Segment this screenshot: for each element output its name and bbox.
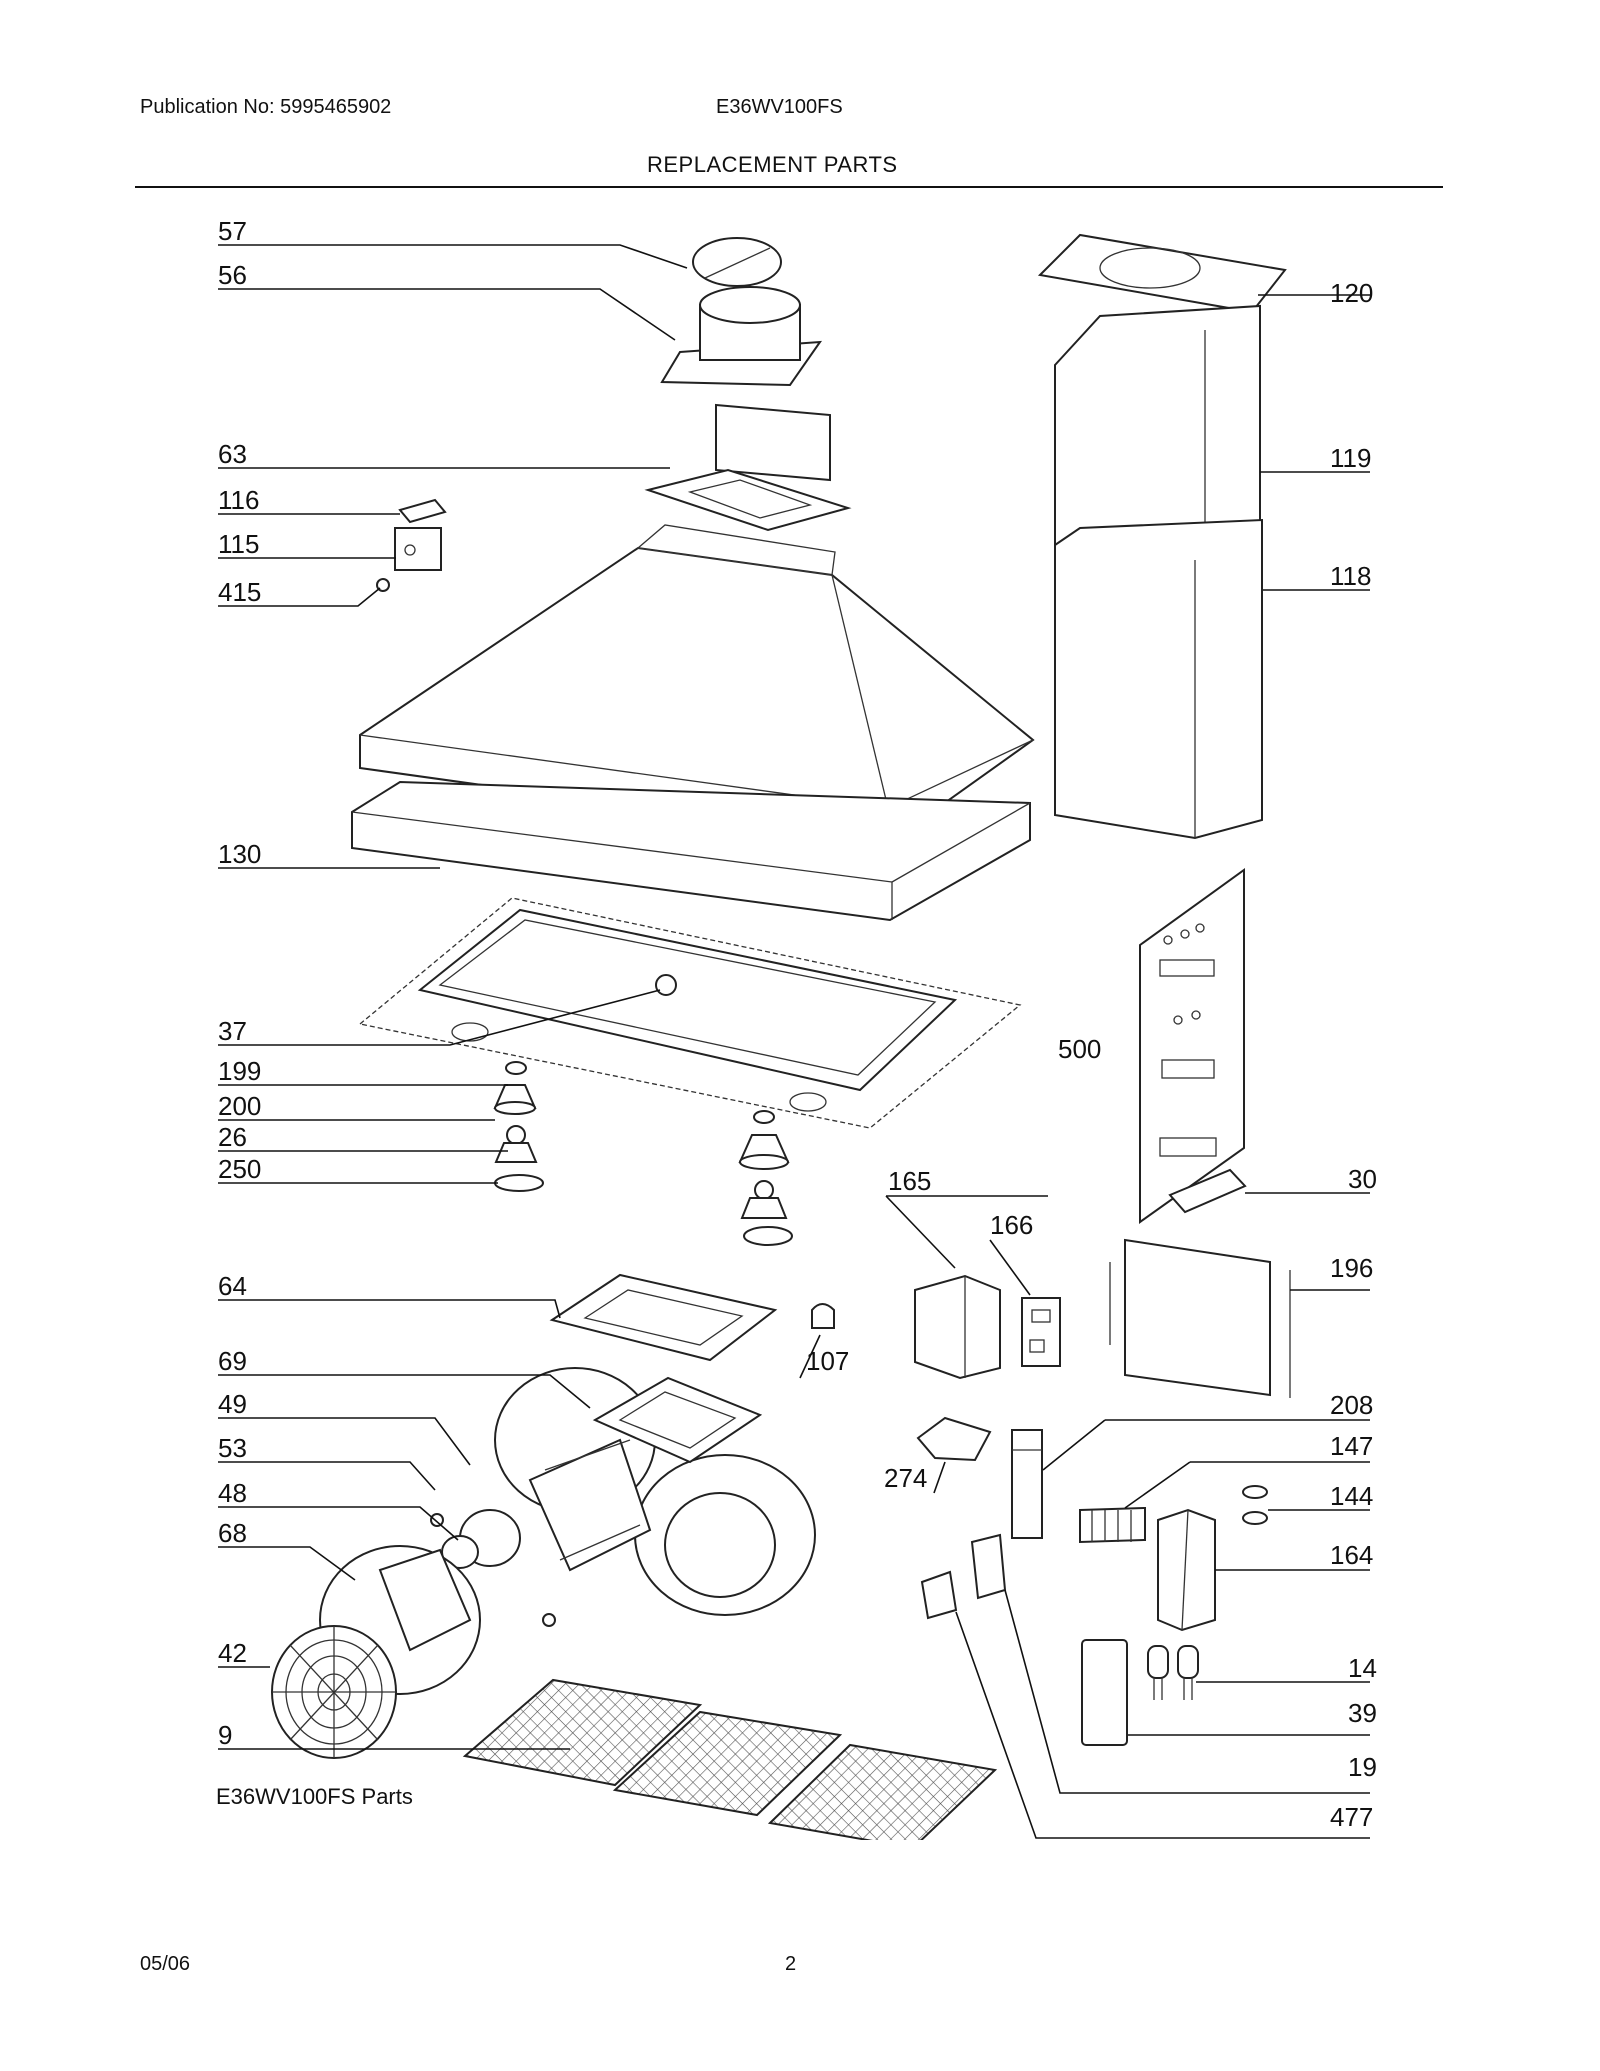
grommets-part [1242, 1485, 1268, 1525]
callout-199: 199 [218, 1056, 261, 1086]
callout-130: 130 [218, 839, 261, 869]
callout-477: 477 [1330, 1802, 1373, 1832]
light-assembly-left-part [493, 1061, 544, 1192]
callout-250: 250 [218, 1154, 261, 1184]
footer-date: 05/06 [140, 1953, 191, 1975]
leader-lines [218, 244, 1370, 1839]
callout-164: 164 [1330, 1540, 1373, 1570]
callout-116: 116 [218, 485, 259, 515]
junction-box-part [376, 498, 447, 592]
control-box-part [914, 1274, 1061, 1380]
clip-part [811, 1303, 835, 1329]
callout-53: 53 [218, 1433, 247, 1463]
callout-69: 69 [218, 1346, 247, 1376]
control-panel-part [1139, 868, 1247, 1224]
callout-147: 147 [1330, 1431, 1373, 1461]
callout-274: 274 [884, 1463, 927, 1493]
capacitor-housing-part [1157, 1508, 1216, 1632]
callout-107: 107 [806, 1346, 849, 1376]
callout-120: 120 [1330, 278, 1373, 308]
callout-144: 144 [1330, 1481, 1373, 1511]
callout-30: 30 [1348, 1164, 1377, 1194]
callout-196: 196 [1330, 1253, 1373, 1283]
callout-48: 48 [218, 1478, 247, 1508]
circuit-board-part [1081, 1639, 1128, 1746]
callout-14: 14 [1348, 1653, 1377, 1683]
capacitors-part [1147, 1645, 1199, 1700]
callout-415: 415 [218, 577, 261, 607]
connector-part [916, 1416, 992, 1462]
blower-assembly-part [319, 1367, 816, 1695]
callout-19: 19 [1348, 1752, 1377, 1782]
cover-plate-part [1109, 1238, 1291, 1398]
gasket-plate-part [549, 1273, 778, 1362]
publication-number: Publication No: 5995465902 [140, 96, 392, 118]
callout-56: 56 [218, 260, 247, 290]
hood-canopy-part [359, 524, 1035, 844]
filters-part [462, 1678, 998, 1840]
bottom-pan-part [358, 897, 1022, 1129]
callout-39: 39 [1348, 1698, 1377, 1728]
callout-68: 68 [218, 1518, 247, 1548]
callout-166: 166 [990, 1210, 1033, 1240]
callout-118: 118 [1330, 561, 1371, 591]
terminal-block-part [1079, 1506, 1146, 1544]
callout-26: 26 [218, 1122, 247, 1152]
damper-disc-part [692, 237, 782, 287]
diagram-caption: E36WV100FS Parts [216, 1784, 413, 1809]
duct-collar-part [660, 286, 823, 387]
callout-208: 208 [1330, 1390, 1373, 1420]
exploded-parts-diagram: 57 56 63 116 115 415 130 37 199 200 26 2… [218, 216, 1377, 1840]
mounting-flange-part [644, 403, 852, 532]
callout-64: 64 [218, 1271, 247, 1301]
light-assembly-right-part [738, 1110, 793, 1246]
callout-165: 165 [888, 1166, 931, 1196]
callout-115: 115 [218, 529, 259, 559]
callout-119: 119 [1330, 443, 1371, 473]
callout-labels: 57 56 63 116 115 415 130 37 199 200 26 2… [218, 216, 1377, 1832]
callout-49: 49 [218, 1389, 247, 1419]
callout-500: 500 [1058, 1034, 1101, 1064]
callout-9: 9 [218, 1720, 232, 1750]
brackets-part [920, 1533, 1007, 1620]
chimney-part [1037, 233, 1287, 840]
model-number: E36WV100FS [716, 96, 843, 118]
callout-63: 63 [218, 439, 247, 469]
page-number: 2 [785, 1953, 797, 1975]
transformer-part [1011, 1429, 1043, 1539]
callout-42: 42 [218, 1638, 247, 1668]
hood-frame-part [351, 780, 1031, 922]
header-divider [135, 186, 1443, 188]
fan-guard-part [271, 1625, 397, 1759]
callout-200: 200 [218, 1091, 261, 1121]
page-title: REPLACEMENT PARTS [647, 152, 898, 177]
callout-57: 57 [218, 216, 247, 246]
callout-37: 37 [218, 1016, 247, 1046]
